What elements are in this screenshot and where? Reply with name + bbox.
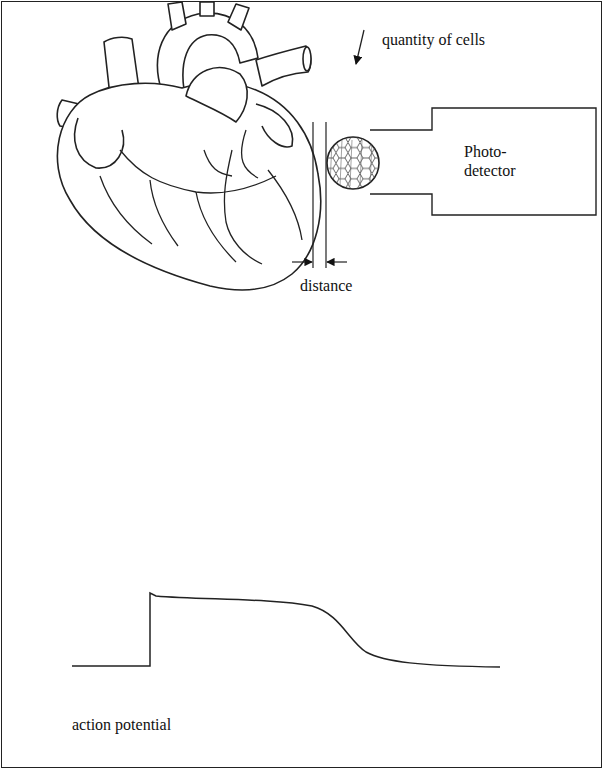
cells-view: [324, 134, 382, 192]
action-potential-curve: [72, 593, 500, 667]
node-text: Photo- detector: [464, 142, 540, 180]
pointer-arrow: [356, 30, 364, 64]
cell-walls: [330, 140, 372, 186]
arch-branches: [168, 2, 249, 30]
pulmonary-artery: [256, 46, 311, 86]
vessel-opening: [303, 47, 311, 71]
heart-body: [57, 83, 320, 290]
callout-label: quantity of cells: [382, 30, 485, 49]
pulmonary-trunk: [186, 68, 247, 122]
cells-fill: [324, 134, 382, 192]
text-area: Photo- detector: [464, 110, 592, 212]
caption-label: action potential: [72, 715, 171, 734]
coronary-vessels: [100, 130, 302, 264]
heart-drawing: [57, 2, 321, 290]
detector-body: [370, 108, 596, 215]
left-auricle: [256, 104, 293, 147]
right-atrium: [75, 118, 124, 168]
photodetector-housing: Photo- detector: [324, 106, 600, 218]
dimension-label: distance: [300, 276, 352, 295]
housing-outline: [324, 106, 600, 218]
